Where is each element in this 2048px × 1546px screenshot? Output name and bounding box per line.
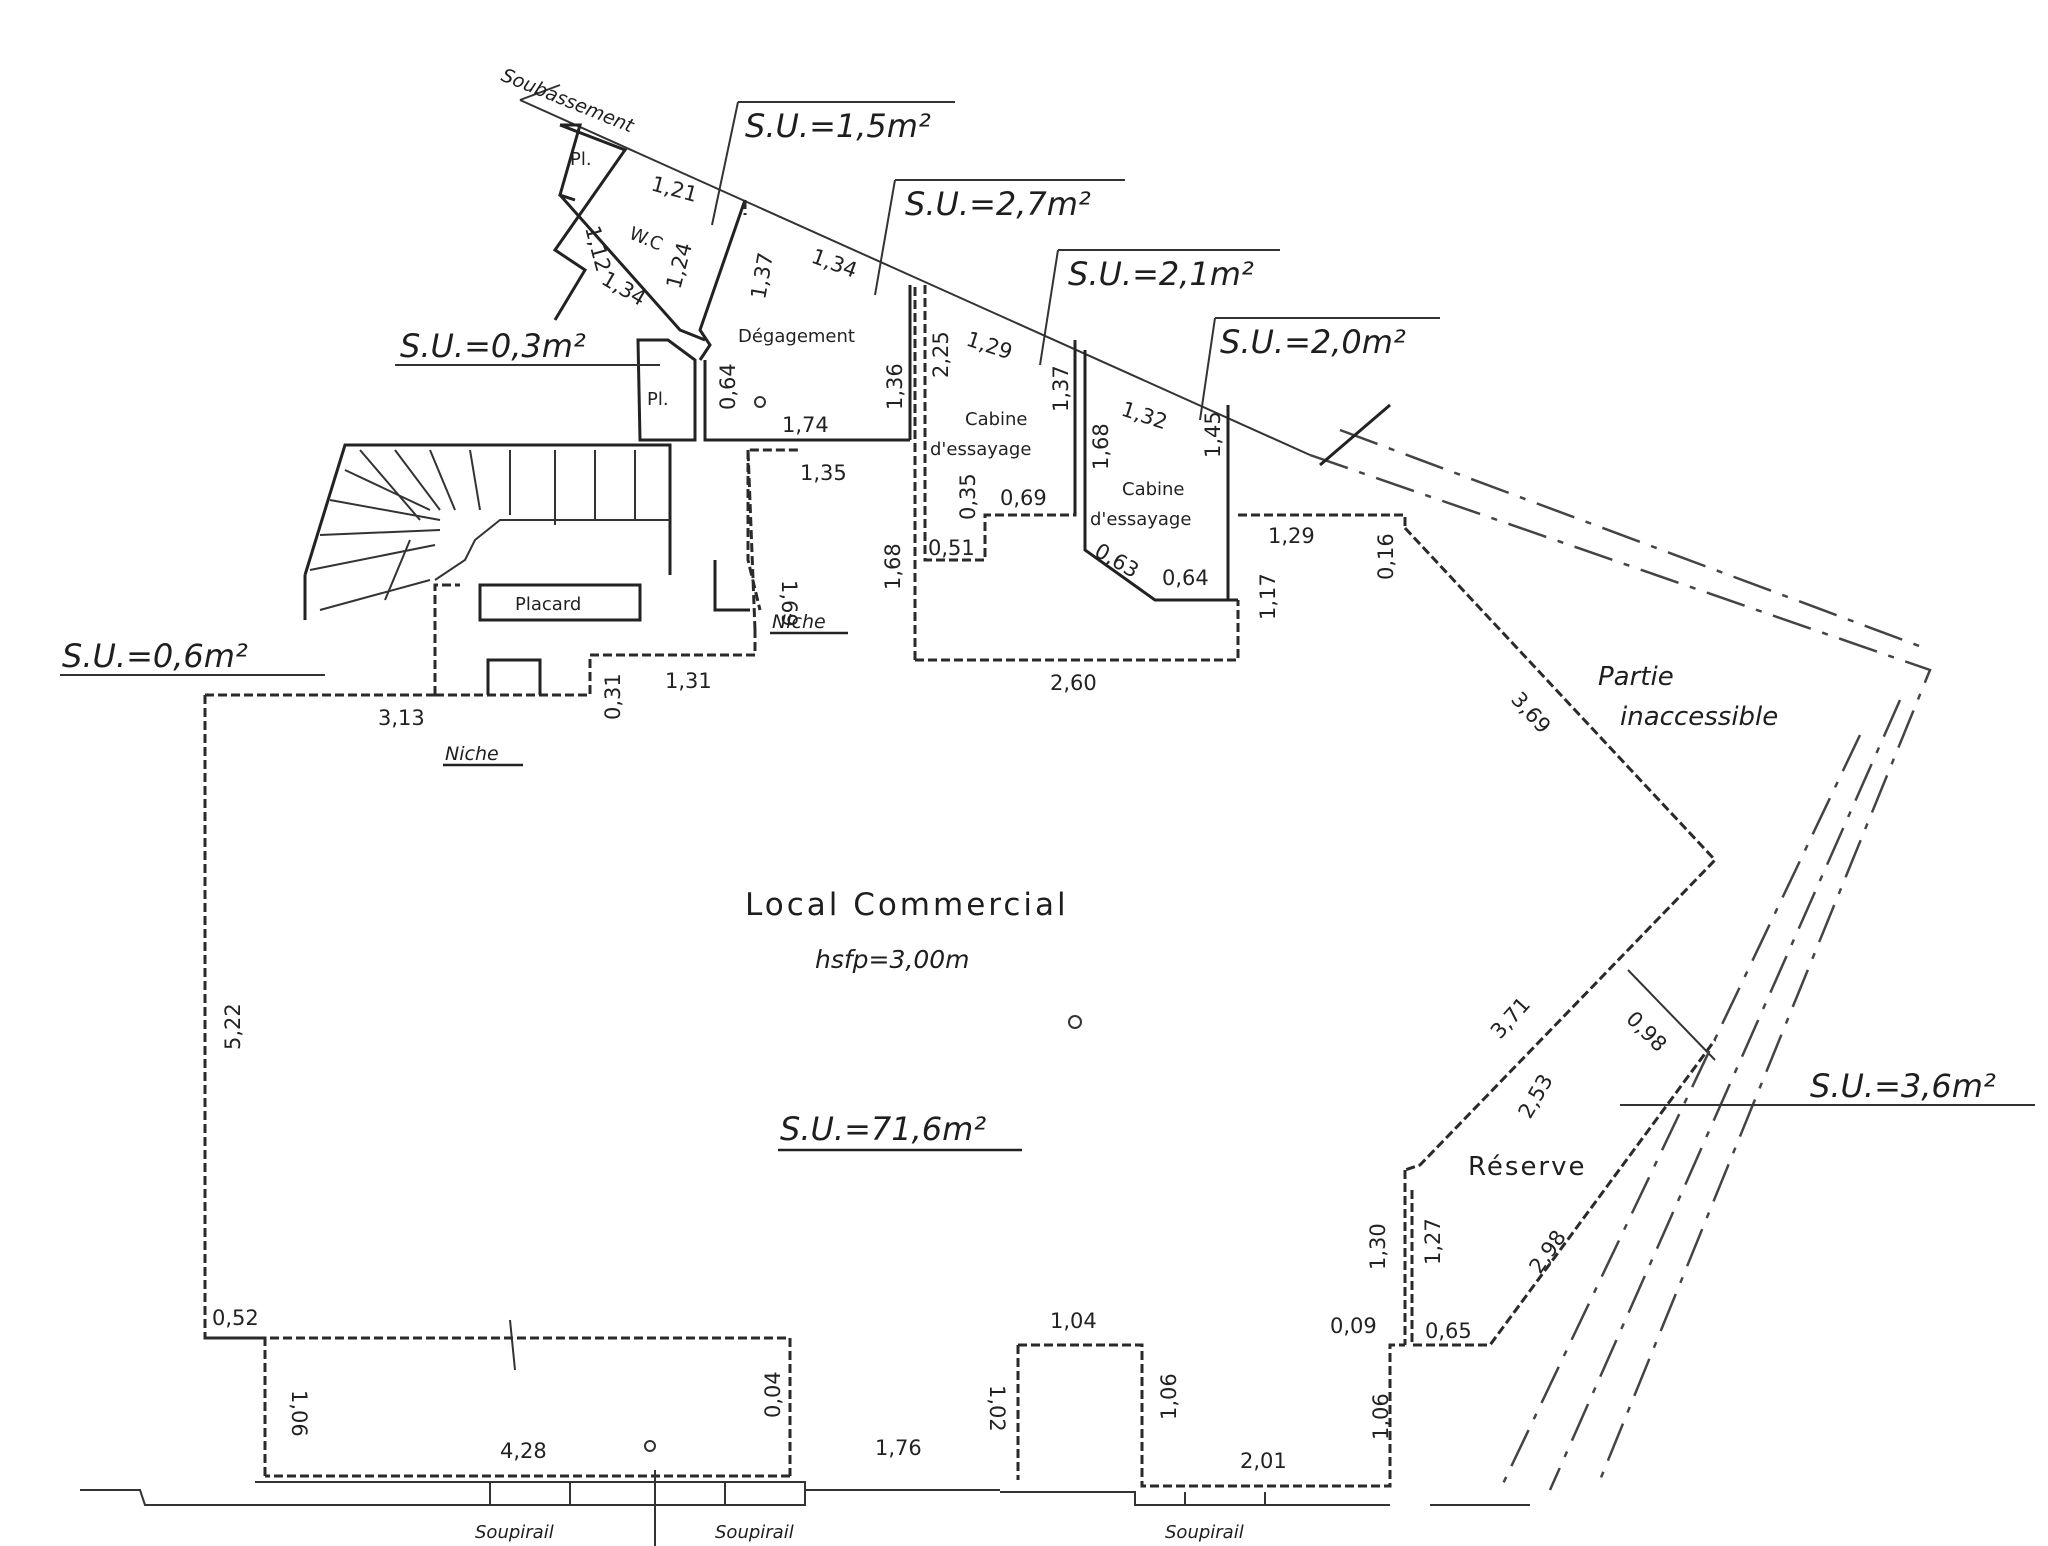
soupirail-label-3: Soupirail [1165, 1522, 1244, 1543]
soupirail-label-1: Soupirail [475, 1522, 554, 1543]
local-commercial-label: Local Commercial [745, 887, 1069, 923]
dim: 3,71 [1486, 993, 1535, 1044]
placard-label: Placard [515, 594, 581, 615]
dim: 1,06 [1157, 1373, 1181, 1420]
su-placard: S.U.=0,6m² [62, 637, 248, 675]
dim: 1,37 [1049, 365, 1073, 412]
soupirail-label-2: Soupirail [715, 1522, 794, 1543]
dim: 5,22 [221, 1003, 245, 1050]
dim: 1,30 [1366, 1223, 1390, 1270]
su-cabine2: S.U.=2,0m² [1220, 323, 1406, 361]
dim: 2,53 [1514, 1070, 1558, 1123]
dim: 0,69 [1000, 486, 1047, 510]
su-degagement: S.U.=2,7m² [905, 185, 1091, 223]
dim: 2,98 [1524, 1226, 1570, 1278]
dim: 1,68 [881, 543, 905, 590]
partie-label-a: Partie [1598, 662, 1674, 692]
dim: 0,31 [601, 673, 625, 720]
dim: 1,29 [1268, 524, 1315, 548]
pl-box [636, 338, 697, 442]
dim: 1,02 [985, 1385, 1009, 1432]
dim: 1,27 [1421, 1218, 1445, 1265]
cabine2-label-a: Cabine [1122, 479, 1185, 500]
dim: 1,31 [665, 669, 712, 693]
cabine1-label-b: d'essayage [930, 439, 1031, 460]
dim: 0,04 [761, 1371, 785, 1418]
su-pl: S.U.=0,3m² [400, 327, 586, 365]
dim: 1,34 [598, 267, 651, 311]
dim: 2,25 [929, 331, 953, 378]
markers [644, 396, 1082, 1452]
partie-label-b: inaccessible [1620, 702, 1778, 732]
dim: 1,29 [963, 327, 1015, 364]
dim: 1,24 [662, 240, 697, 291]
dim: 2,01 [1240, 1449, 1287, 1473]
dim: 0,09 [1330, 1314, 1377, 1338]
dim: 1,04 [1050, 1309, 1097, 1333]
niche-label-2: Niche [445, 743, 499, 765]
pl1-label: Pl. [570, 149, 592, 170]
sidewalk [80, 1319, 1530, 1546]
dim: 1,45 [1201, 411, 1225, 458]
reserve-label: Réserve [1468, 1152, 1587, 1182]
dim: 0,64 [716, 363, 740, 410]
main-walls [203, 84, 1932, 1491]
degagement-room [703, 200, 912, 611]
dim: 1,32 [1118, 397, 1170, 434]
dim: 1,17 [1256, 573, 1280, 620]
dim: 0,16 [1374, 533, 1398, 580]
dim: 0,65 [1425, 1319, 1472, 1343]
pointers [60, 101, 2035, 1106]
dim: 1,69 [777, 580, 801, 627]
dim: 1,74 [782, 413, 829, 437]
dim: 0,35 [956, 473, 980, 520]
staircase [303, 443, 672, 622]
dim: 0,51 [928, 536, 975, 560]
height-label: hsfp=3,00m [815, 945, 970, 974]
dim: 0,63 [1091, 539, 1144, 583]
wc-label: W.C [626, 223, 665, 255]
dim: 0,52 [212, 1306, 259, 1330]
dim: 3,13 [378, 706, 425, 730]
dim: 1,06 [1369, 1393, 1393, 1440]
degagement-label: Dégagement [738, 326, 855, 347]
dim: 2,60 [1050, 671, 1097, 695]
dim: 1,68 [1089, 423, 1113, 470]
dim: 3,69 [1506, 687, 1555, 738]
dim: 1,06 [287, 1390, 311, 1437]
cabine2-label-b: d'essayage [1090, 509, 1191, 530]
dim: 1,76 [875, 1436, 922, 1460]
dim: 4,28 [500, 1439, 547, 1463]
dim: 0,98 [1621, 1007, 1671, 1057]
su-reserve: S.U.=3,6m² [1810, 1067, 1996, 1105]
dim: 1,37 [746, 251, 778, 301]
pl2-label: Pl. [647, 389, 669, 410]
wc-room [552, 123, 747, 361]
cabine1-label-a: Cabine [965, 409, 1028, 430]
cabines [923, 285, 1238, 602]
dimension-labels: 1,21 1,12 1,34 1,24 1,37 1,34 0,64 1,74 … [212, 172, 1672, 1473]
dim: 1,35 [800, 461, 847, 485]
niche-label-1: Niche [772, 611, 826, 633]
su-wc: S.U.=1,5m² [745, 107, 931, 145]
su-cabine1: S.U.=2,1m² [1068, 255, 1254, 293]
dim: 1,36 [883, 363, 907, 410]
dim: 0,64 [1162, 566, 1209, 590]
su-local: S.U.=71,6m² [780, 1110, 986, 1148]
